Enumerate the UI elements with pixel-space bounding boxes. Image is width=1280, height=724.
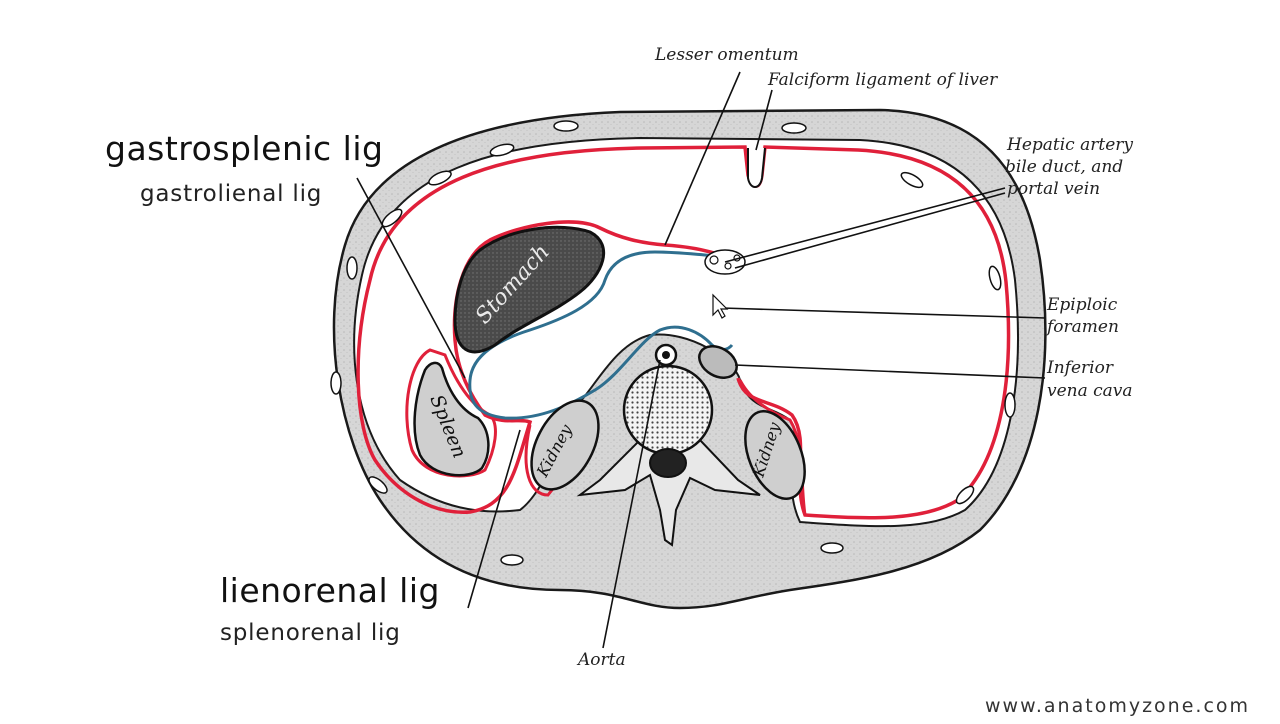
label-hepatic-2: bile duct, and (1005, 157, 1123, 177)
label-lesser-omentum: Lesser omentum (654, 45, 799, 65)
label-ivc-2: vena cava (1047, 381, 1133, 401)
gastrosplenic-lig-label: gastrosplenic lig (105, 129, 383, 168)
wall-vessels (330, 120, 1016, 566)
portal-vessel-1 (709, 255, 719, 265)
label-ivc-1: Inferior (1046, 358, 1114, 378)
falciform-fold (747, 147, 766, 188)
leader-lines (356, 71, 1046, 649)
label-epiploic-2: foramen (1045, 317, 1119, 337)
portal-vessel-2 (724, 262, 732, 270)
lienorenal-lig-label: lienorenal lig (220, 571, 440, 610)
label-hepatic-3: portal vein (1007, 179, 1100, 199)
label-aorta: Aorta (576, 650, 626, 670)
spleen (413, 361, 490, 477)
label-hepatic-1: Hepatic artery (1006, 135, 1133, 155)
watermark: www.anatomyzone.com (985, 695, 1250, 717)
vertebra-process (576, 439, 761, 547)
vertebral-body (622, 364, 714, 456)
label-falciform: Falciform ligament of liver (767, 70, 998, 90)
aorta-lumen (662, 351, 670, 359)
mouse-cursor-icon (712, 293, 729, 319)
kidney-right (744, 410, 806, 500)
lesser-sac-lining (468, 250, 734, 420)
ivc-vessel (698, 345, 738, 379)
gastrolienal-lig-label: gastrolienal lig (140, 181, 322, 207)
splenorenal-lig-label: splenorenal lig (220, 620, 401, 646)
stomach (453, 225, 606, 354)
spinal-canal (649, 448, 687, 478)
label-epiploic-1: Epiploic (1046, 295, 1118, 315)
kidney-left (530, 399, 600, 491)
